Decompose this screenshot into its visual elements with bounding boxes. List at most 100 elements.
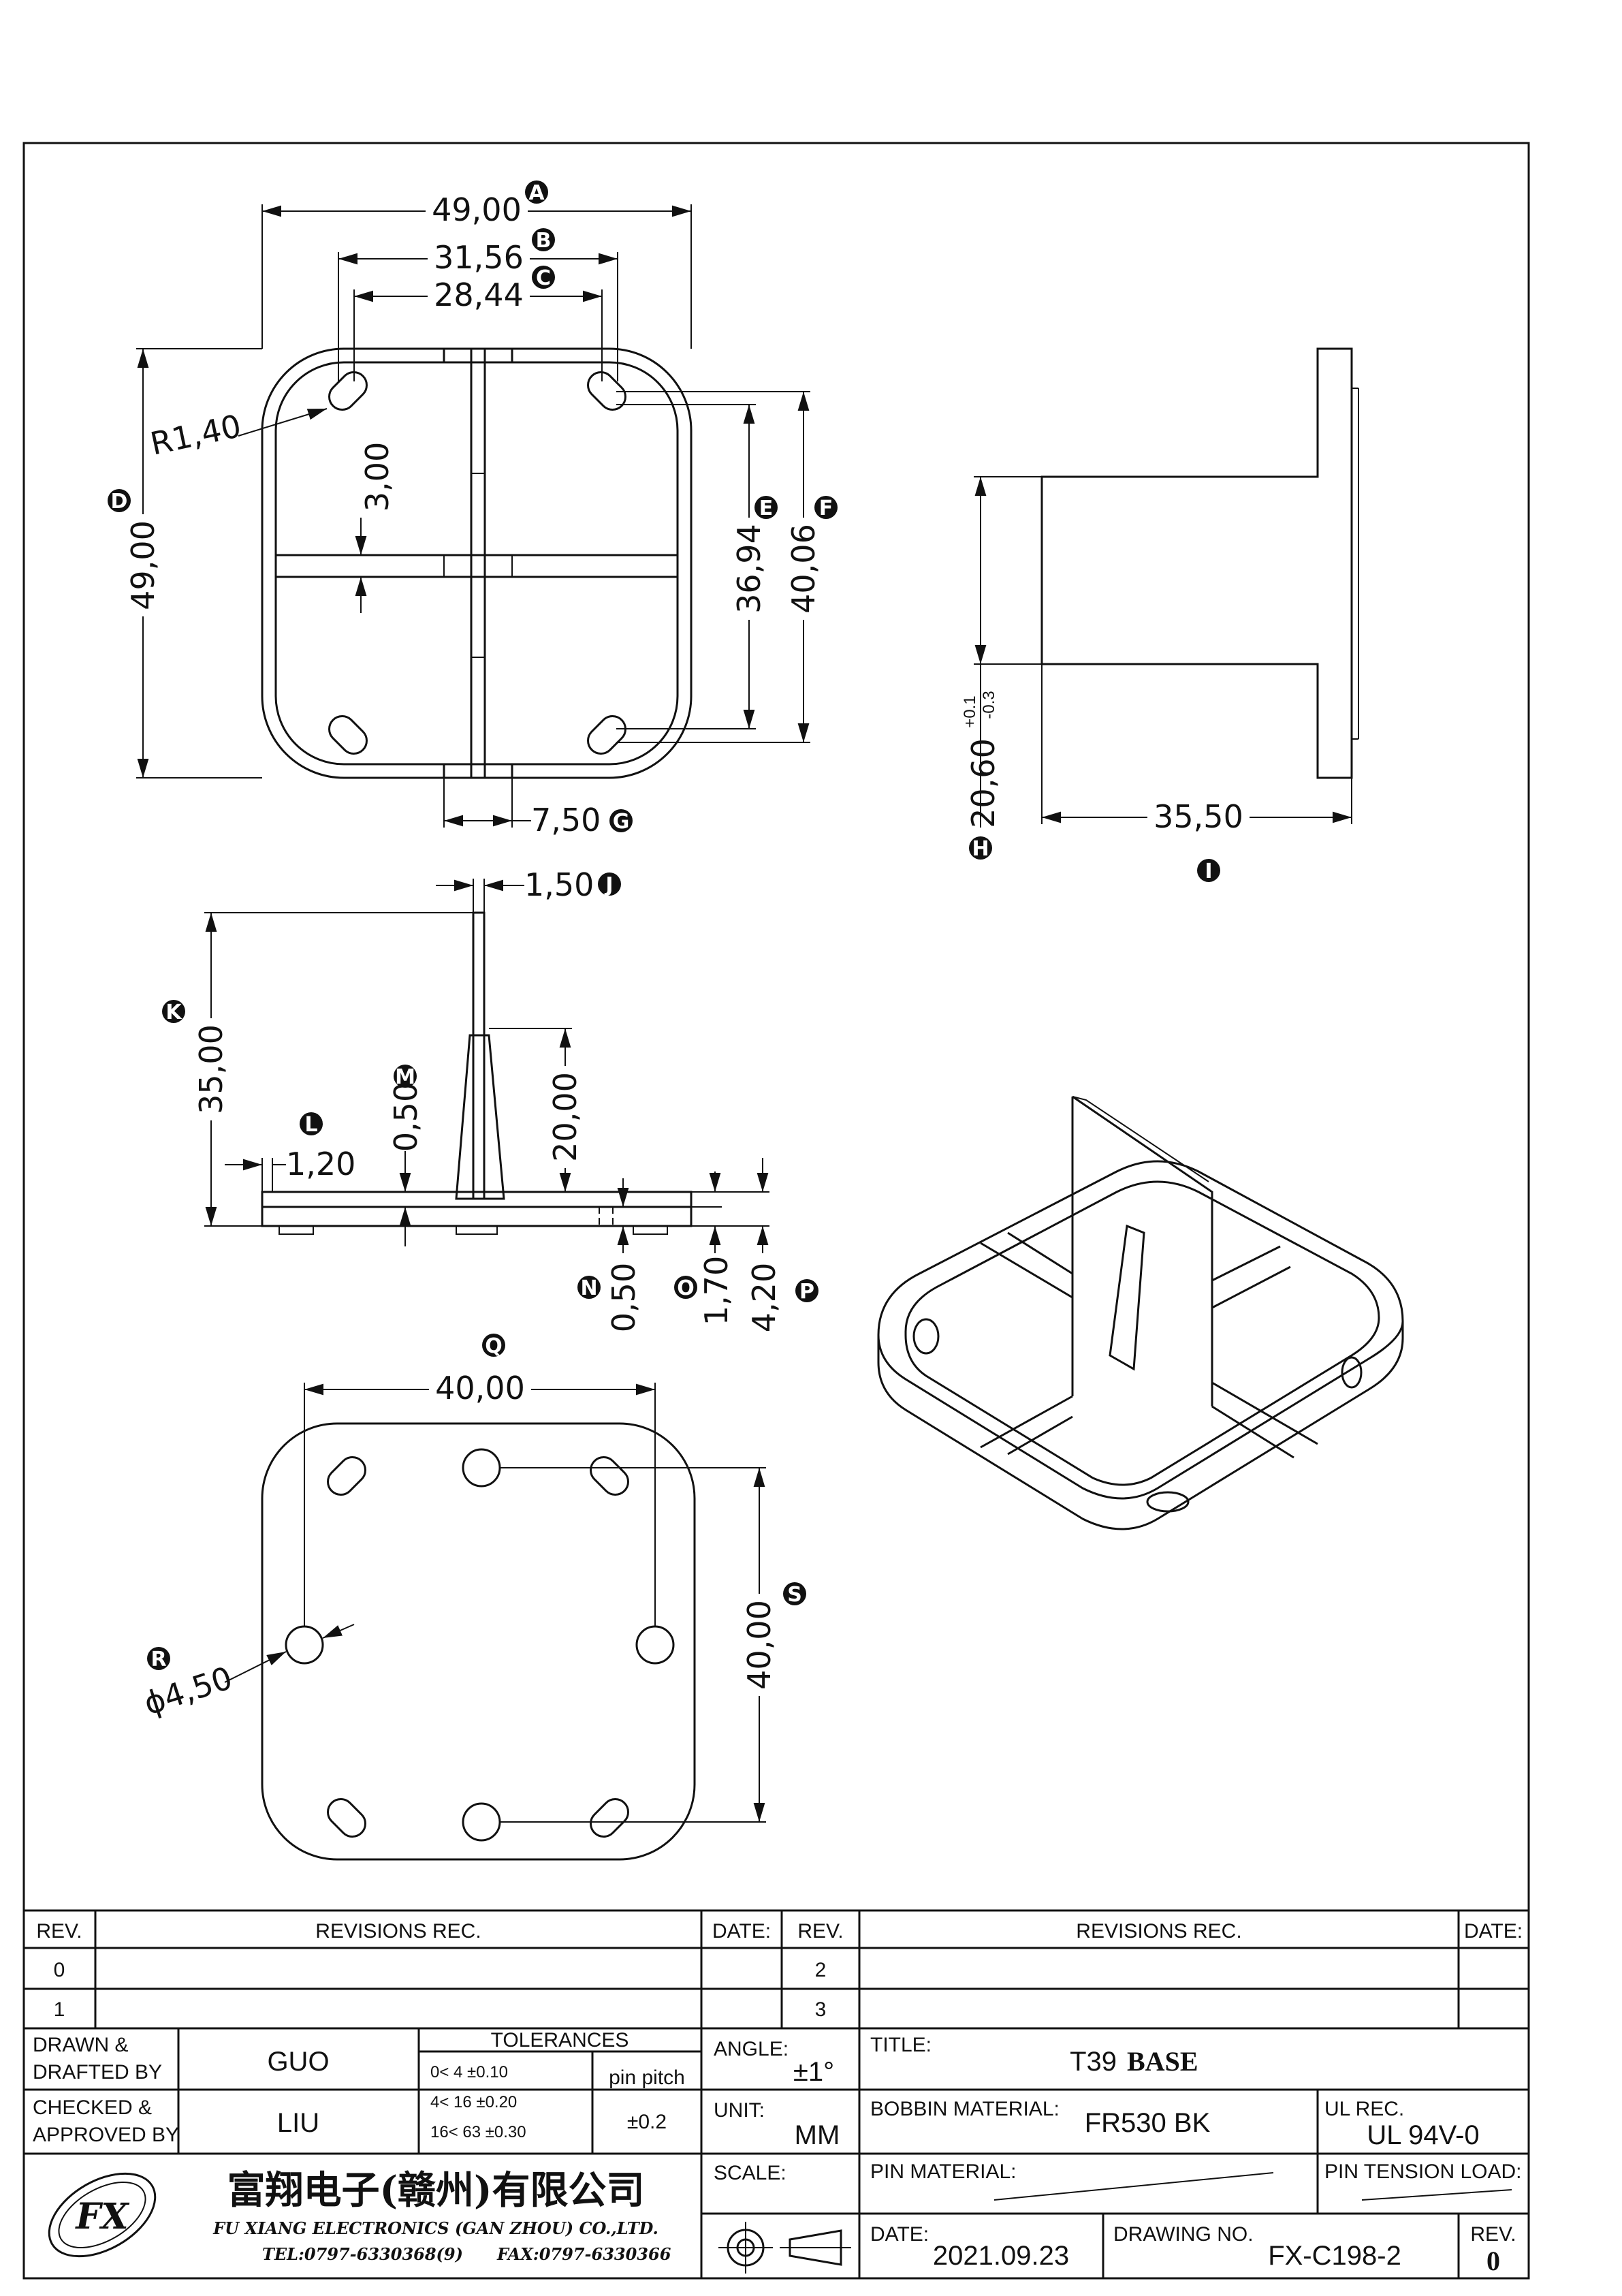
revisions-header-left: REVISIONS REC. bbox=[315, 1920, 481, 1943]
svg-text:R: R bbox=[150, 1648, 166, 1671]
checked-by-value: LIU bbox=[277, 2108, 319, 2138]
rev-row: 2 bbox=[815, 1959, 827, 1981]
company-logo: FX bbox=[48, 2172, 157, 2258]
balloon-l: L bbox=[300, 1112, 323, 1137]
drawing-no-label: DRAWING NO. bbox=[1113, 2223, 1254, 2246]
title-value-part1: T39 bbox=[1070, 2047, 1117, 2077]
svg-text:M: M bbox=[395, 1065, 415, 1089]
balloon-r: R bbox=[147, 1647, 170, 1671]
rev-row: 3 bbox=[815, 1998, 827, 2021]
svg-text:N: N bbox=[580, 1276, 597, 1300]
svg-text:S: S bbox=[787, 1583, 802, 1607]
svg-text:Q: Q bbox=[485, 1334, 503, 1358]
title-block: REV. REVISIONS REC. DATE: REV. REVISIONS… bbox=[24, 1909, 1529, 2278]
scale-label: SCALE: bbox=[714, 2162, 786, 2184]
sheet-border bbox=[22, 142, 1530, 2280]
dim-a-value: 49,00 bbox=[432, 191, 522, 228]
bottom-view: 40,00 Q 40,00 S ϕ4,50 R bbox=[140, 1334, 806, 1861]
svg-text:G: G bbox=[613, 810, 630, 834]
top-view-outer-outline bbox=[261, 347, 693, 779]
pin-tension-label: PIN TENSION LOAD: bbox=[1324, 2160, 1522, 2183]
tolerance-row: 0< 4 ±0.10 bbox=[430, 2063, 508, 2081]
balloon-m: M bbox=[394, 1065, 417, 1089]
pin-hole bbox=[285, 1625, 324, 1665]
balloon-p: P bbox=[795, 1279, 818, 1304]
tolerance-row: 16< 63 ±0.30 bbox=[430, 2123, 526, 2141]
balloon-g: G bbox=[609, 809, 633, 834]
company-fax: FAX:0797-6330366 bbox=[496, 2244, 671, 2264]
dim-d-value: 49,00 bbox=[125, 520, 161, 610]
balloon-e: E bbox=[754, 496, 778, 520]
dim-l-value: 1,20 bbox=[286, 1146, 355, 1182]
slot-hole bbox=[328, 371, 368, 411]
svg-text:O: O bbox=[677, 1276, 695, 1300]
pin-hole bbox=[635, 1625, 675, 1665]
balloon-i: I bbox=[1197, 859, 1220, 883]
svg-text:C: C bbox=[536, 266, 551, 290]
dim-p-value: 4,20 bbox=[746, 1263, 782, 1332]
dim-s-value: 40,00 bbox=[741, 1600, 778, 1690]
rib-dim-value: 3,00 bbox=[359, 442, 396, 512]
date-value: 2021.09.23 bbox=[933, 2241, 1069, 2271]
balloon-c: C bbox=[532, 266, 555, 290]
rev-row: 1 bbox=[54, 1998, 65, 2021]
svg-text:K: K bbox=[165, 1001, 182, 1024]
dim-c-value: 28,44 bbox=[434, 277, 524, 313]
drawing-no-value: FX-C198-2 bbox=[1268, 2241, 1401, 2271]
side-view: 20,60 +0.1 -0.3 H 35,50 I bbox=[961, 347, 1359, 883]
side-view-section bbox=[1040, 347, 1353, 779]
pin-hole bbox=[462, 1448, 501, 1488]
svg-text:E: E bbox=[759, 497, 774, 520]
projection-symbol bbox=[718, 2222, 851, 2274]
dim-j-value: 1,50 bbox=[524, 866, 594, 903]
rev-row: 0 bbox=[54, 1959, 65, 1981]
svg-text:H: H bbox=[972, 837, 989, 861]
pin-material-label: PIN MATERIAL: bbox=[870, 2160, 1016, 2183]
rev-label: REV. bbox=[1470, 2223, 1516, 2246]
drawn-by-value: GUO bbox=[267, 2047, 329, 2077]
tolerances-title: TOLERANCES bbox=[491, 2029, 629, 2051]
ul-rec-label: UL REC. bbox=[1324, 2098, 1404, 2120]
rev-header-left: REV. bbox=[36, 1920, 82, 1943]
company-tel: TEL:0797-6330368(9) bbox=[262, 2244, 463, 2264]
date-header-right: DATE: bbox=[1464, 1920, 1523, 1943]
balloon-b: B bbox=[532, 228, 555, 253]
dim-n-value: 0,50 bbox=[605, 1263, 642, 1332]
drawn-label: DRAWN & bbox=[33, 2034, 129, 2056]
checked-label: APPROVED BY bbox=[33, 2124, 179, 2146]
svg-text:B: B bbox=[536, 229, 552, 253]
dim-f-value: 40,06 bbox=[785, 524, 822, 614]
front-section-view: 1,50 J 35,00 K 1,20 L 0,50 M 20,00 0,50 … bbox=[162, 866, 818, 1332]
dim-h-value: 20,60 bbox=[965, 738, 1002, 828]
slot-hole bbox=[587, 371, 626, 411]
dim-m-value: 0,50 bbox=[387, 1082, 424, 1152]
ul-rec-value: UL 94V-0 bbox=[1367, 2120, 1479, 2150]
angle-value: ±1° bbox=[793, 2057, 834, 2087]
unit-label: UNIT: bbox=[714, 2099, 765, 2122]
dim-q-value: 40,00 bbox=[435, 1370, 525, 1406]
dim-k-value: 35,00 bbox=[193, 1024, 229, 1114]
svg-text:A: A bbox=[528, 181, 545, 205]
svg-text:F: F bbox=[819, 497, 833, 520]
isometric-view bbox=[877, 1095, 1404, 1530]
date-label: DATE: bbox=[870, 2223, 929, 2246]
rev-header-right: REV. bbox=[797, 1920, 843, 1943]
title-label: TITLE: bbox=[870, 2034, 932, 2056]
radius-dim-value: R1,40 bbox=[147, 407, 244, 462]
balloon-h: H bbox=[969, 836, 992, 861]
dim-g-value: 7,50 bbox=[531, 802, 601, 838]
pin-pitch-label: pin pitch bbox=[609, 2066, 685, 2089]
bobbin-material-label: BOBBIN MATERIAL: bbox=[870, 2098, 1060, 2120]
balloon-k: K bbox=[162, 1000, 185, 1024]
svg-text:L: L bbox=[304, 1113, 317, 1137]
company-name-cn: 富翔电子(赣州)有限公司 bbox=[227, 2168, 645, 2213]
dim-m2-value: 20,00 bbox=[547, 1072, 584, 1162]
rev-value: 0 bbox=[1486, 2246, 1500, 2276]
drawn-label: DRAFTED BY bbox=[33, 2061, 162, 2083]
slot-hole bbox=[328, 715, 368, 755]
svg-text:P: P bbox=[799, 1280, 814, 1304]
balloon-q: Q bbox=[482, 1334, 505, 1358]
top-view-inner-outline bbox=[274, 361, 679, 766]
bobbin-material-value: FR530 BK bbox=[1085, 2108, 1211, 2138]
